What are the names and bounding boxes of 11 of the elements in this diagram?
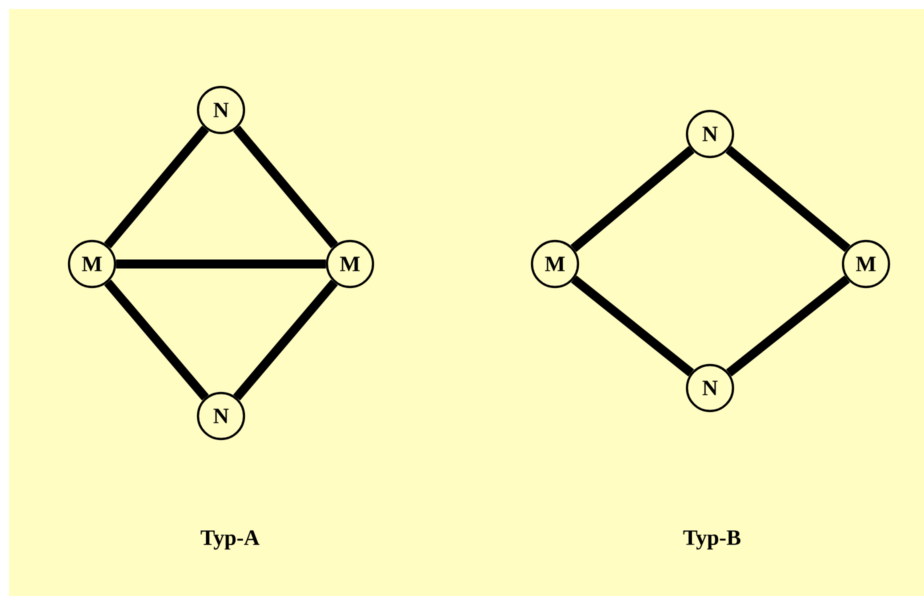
- connector-line: [116, 260, 326, 268]
- caption: Typ-B: [683, 530, 740, 550]
- connector-line: [233, 126, 338, 248]
- connector-line: [570, 146, 694, 252]
- connector-line: [571, 276, 694, 376]
- connector-line: [233, 279, 338, 401]
- connector-line: [726, 275, 850, 377]
- connector-line: [104, 279, 209, 401]
- connector-line: [104, 126, 209, 248]
- caption: Typ-A: [200, 530, 260, 550]
- connector-line: [726, 146, 850, 252]
